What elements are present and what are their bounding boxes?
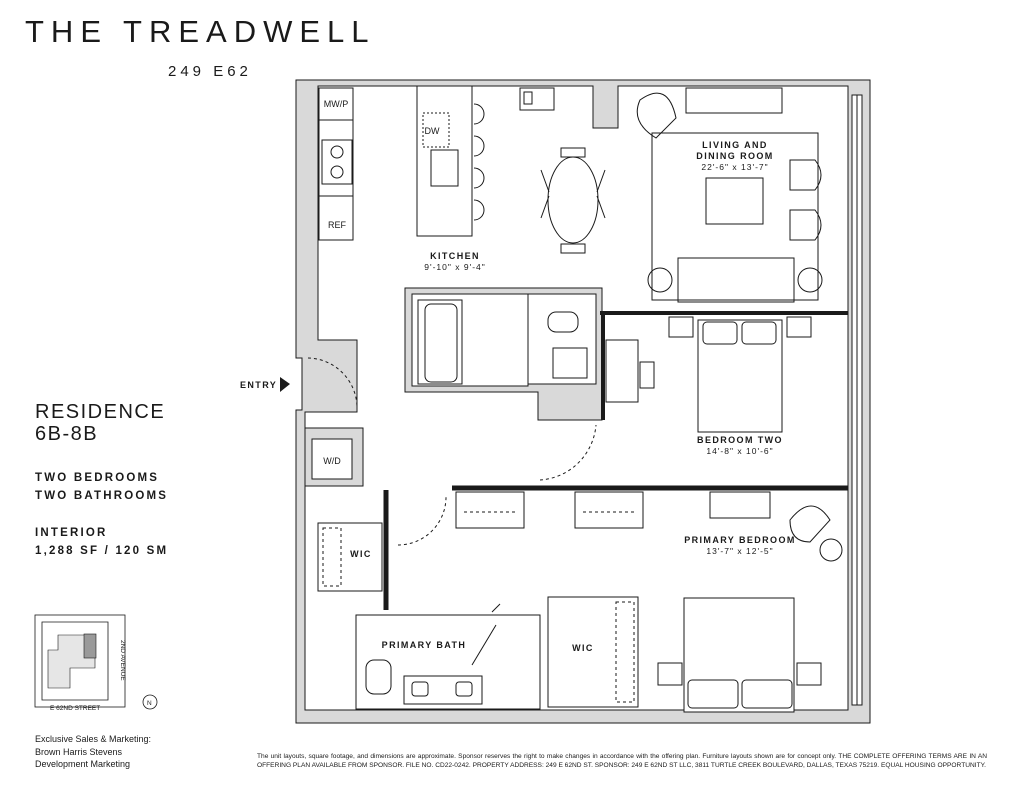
bedroom-two-dims: 14'-8" x 10'-6" bbox=[706, 446, 773, 456]
sofa bbox=[677, 257, 795, 303]
residence-number: 6B-8B bbox=[35, 423, 99, 445]
dresser bbox=[709, 491, 771, 519]
kitchen-sink bbox=[430, 149, 459, 187]
bed-two bbox=[697, 319, 783, 433]
accent-chairs bbox=[789, 159, 822, 241]
desk bbox=[605, 339, 639, 403]
nightstand bbox=[657, 662, 683, 686]
living-room-dims: 22'-6" x 13'-7" bbox=[701, 162, 768, 172]
double-vanity bbox=[403, 675, 483, 705]
interior-area: 1,288 SF / 120 SM bbox=[35, 545, 169, 557]
residence-title: RESIDENCE 6B-8B bbox=[35, 401, 165, 445]
residence-title-line1: RESIDENCE bbox=[35, 401, 166, 423]
living-rug bbox=[651, 132, 819, 301]
street-label: E 62ND STREET bbox=[50, 705, 100, 712]
cooktop-icon bbox=[321, 139, 353, 185]
primary-door-swing bbox=[397, 495, 447, 546]
north-label: N bbox=[147, 700, 152, 707]
brand-title: THE TREADWELL bbox=[25, 14, 376, 49]
living-room-label-1: LIVING AND bbox=[702, 140, 768, 150]
dining-chair bbox=[560, 147, 586, 158]
nightstand bbox=[668, 316, 694, 338]
interior-label: INTERIOR bbox=[35, 527, 108, 539]
bedrooms-count: TWO BEDROOMS bbox=[35, 472, 160, 484]
mwp-label: MW/P bbox=[324, 99, 349, 109]
bedroom-closet bbox=[455, 491, 525, 529]
primary-bath-room bbox=[355, 614, 541, 710]
wic-left-room bbox=[317, 522, 383, 592]
living-room-label-2: DINING ROOM bbox=[696, 151, 773, 161]
primary-bath-label: PRIMARY BATH bbox=[382, 640, 467, 650]
north-arrow-icon bbox=[142, 694, 158, 710]
wic-left-label: WIC bbox=[350, 549, 372, 559]
kitchen-dims: 9'-10" x 9'-4" bbox=[424, 262, 486, 272]
media-console bbox=[685, 87, 783, 114]
primary-lounge-chair bbox=[789, 505, 831, 543]
marketing-line3: Development Marketing bbox=[35, 759, 131, 769]
kitchen-label: KITCHEN bbox=[430, 251, 480, 261]
primary-side-table bbox=[819, 538, 843, 562]
bedroom-two-label: BEDROOM TWO bbox=[697, 435, 783, 445]
ref-label: REF bbox=[328, 220, 347, 230]
lounge-chair bbox=[636, 92, 677, 139]
marketing-line1: Exclusive Sales & Marketing: bbox=[35, 734, 152, 744]
key-map: E 62ND STREET 2ND AVENUE N bbox=[34, 614, 158, 712]
dining-table bbox=[547, 156, 599, 244]
wic-right-label: WIC bbox=[572, 643, 594, 653]
legal-disclaimer: The unit layouts, square footage, and di… bbox=[257, 753, 987, 769]
bedroom-closet bbox=[574, 491, 644, 529]
dining-chair bbox=[560, 243, 586, 254]
marketing-line2: Brown Harris Stevens bbox=[35, 746, 123, 757]
bar-stools bbox=[473, 103, 485, 221]
bathrooms-count: TWO BATHROOMS bbox=[35, 490, 169, 502]
nightstand bbox=[796, 662, 822, 686]
kitchen-island bbox=[416, 85, 473, 237]
side-table bbox=[647, 267, 673, 293]
marketing-credit: Exclusive Sales & Marketing: Brown Harri… bbox=[35, 733, 151, 771]
primary-bedroom-dims: 13'-7" x 12'-5" bbox=[706, 546, 773, 556]
dining-chairs-side bbox=[540, 169, 606, 219]
entry-arrow bbox=[280, 377, 290, 392]
desk-chair bbox=[639, 361, 655, 389]
washer-dryer bbox=[311, 438, 353, 480]
wd-label: W/D bbox=[323, 456, 341, 466]
entry-label: ENTRY bbox=[240, 380, 277, 390]
dishwasher bbox=[422, 112, 450, 148]
bath-door bbox=[471, 603, 501, 666]
kitchen-counter bbox=[318, 87, 354, 241]
dw-label: DW bbox=[425, 126, 440, 136]
side-table bbox=[797, 267, 823, 293]
unit-highlight bbox=[83, 633, 97, 659]
primary-bed bbox=[683, 597, 795, 713]
wall-appliance bbox=[519, 87, 555, 111]
wic-right-room bbox=[547, 596, 639, 708]
nightstand bbox=[786, 316, 812, 338]
entry-door-swing bbox=[307, 357, 358, 408]
avenue-label: 2ND AVENUE bbox=[119, 640, 126, 681]
coffee-table bbox=[705, 177, 764, 225]
toilet bbox=[547, 311, 579, 333]
brand-address: 249 E62 bbox=[168, 63, 252, 80]
vanity-sink bbox=[552, 347, 588, 379]
primary-bedroom-label: PRIMARY BEDROOM bbox=[684, 535, 796, 545]
primary-toilet bbox=[365, 659, 392, 695]
bedroom-two-door-swing bbox=[539, 424, 597, 481]
